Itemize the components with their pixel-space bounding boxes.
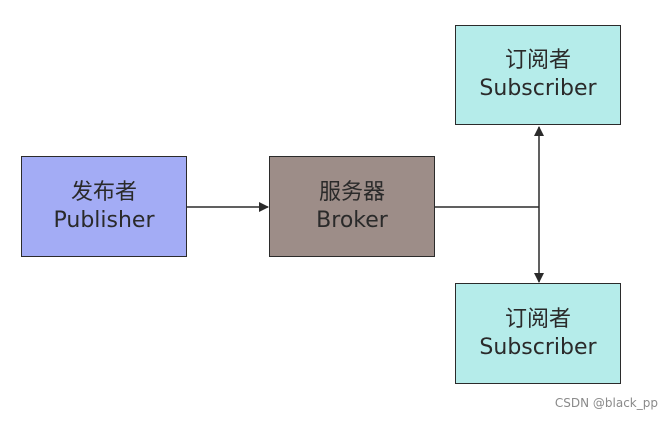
watermark-text: CSDN @black_pp (554, 396, 658, 410)
publisher-label-cn: 发布者 (70, 179, 137, 205)
publisher-label-en: Publisher (53, 207, 155, 233)
broker-label-cn: 服务器 (318, 179, 385, 205)
subscriber-node-top: 订阅者 Subscriber (455, 25, 621, 125)
publisher-node: 发布者 Publisher (21, 156, 187, 257)
broker-node: 服务器 Broker (269, 156, 435, 257)
subscriber-node-bottom: 订阅者 Subscriber (455, 283, 621, 384)
subscriber-top-label-cn: 订阅者 (504, 48, 571, 73)
subscriber-bottom-label-cn: 订阅者 (504, 306, 571, 332)
subscriber-bottom-label-en: Subscriber (479, 334, 597, 360)
broker-label-en: Broker (316, 207, 388, 233)
subscriber-top-label-en: Subscriber (479, 76, 597, 101)
